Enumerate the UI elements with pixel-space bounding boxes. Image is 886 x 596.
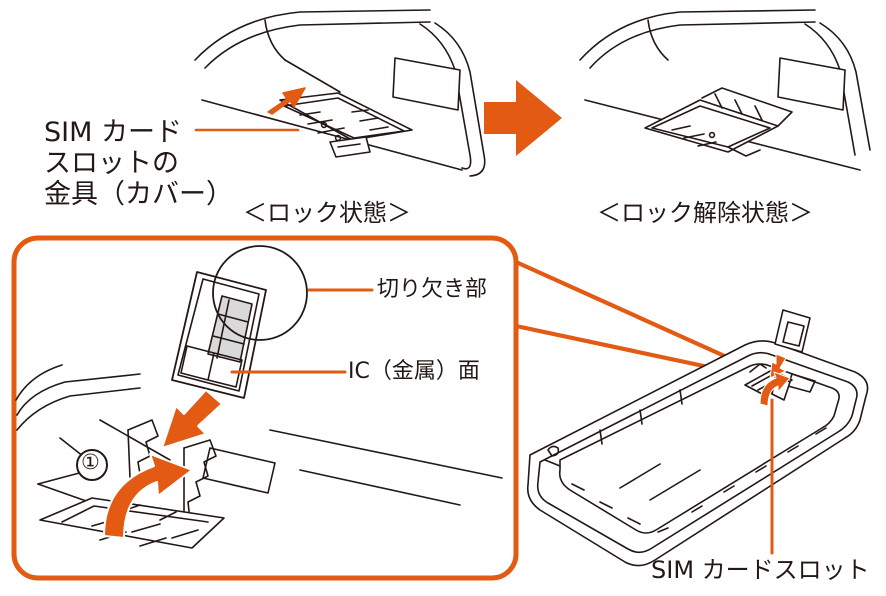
push-arrow [267,87,306,115]
notch-label: 切り欠き部 [377,277,488,302]
zoom-detail-frame [11,235,519,581]
step-1-circle [76,449,108,481]
zoomed-slot-illustration [15,364,503,549]
phone-back-illustration [526,340,869,567]
small-curved-arrow [759,371,791,407]
sim-cover-label-line2: スロットの [44,148,179,179]
insert-direction-arrow [161,389,223,449]
sim-slot-label: SIM カードスロット [651,556,870,584]
sim-cover-label-line1: SIM カード [44,117,182,148]
state-transition-arrow [484,80,562,156]
unlocked-device-illustration [579,9,871,171]
sim-cover-label-line3: 金具（カバー） [44,179,233,210]
notch-highlight-circle [212,245,308,341]
unlocked-state-caption: ＜ロック解除状態＞ [597,199,813,227]
ic-face-label: IC（金属）面 [348,359,480,384]
close-cover-curved-arrow [103,453,193,539]
locked-state-caption: ＜ロック状態＞ [243,199,411,227]
small-sim-card-illustration [774,309,811,353]
locked-device-illustration [194,9,486,177]
step-1-label: ① [81,450,100,474]
